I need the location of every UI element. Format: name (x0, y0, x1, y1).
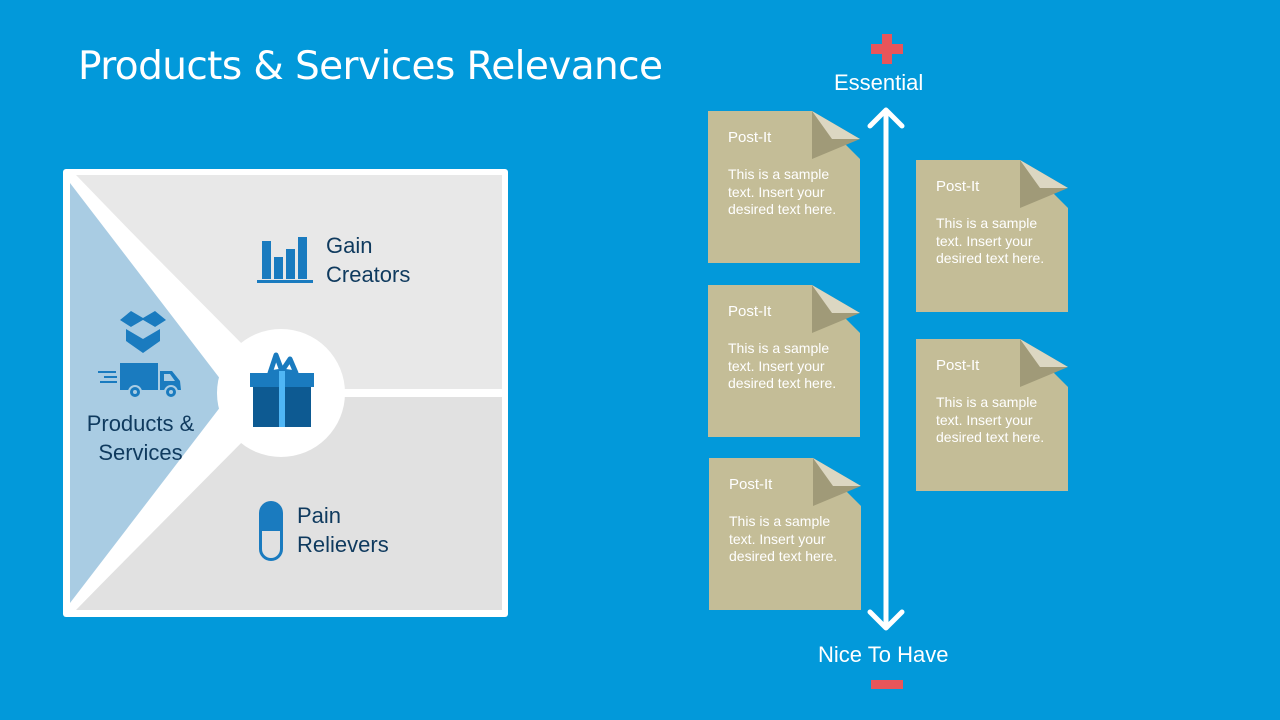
postit-note[interactable]: Post-It This is a sample text. Insert yo… (916, 339, 1068, 491)
postit-title: Post-It (936, 357, 980, 374)
pain-relievers-label: Pain Relievers (297, 501, 389, 559)
gain-creators-label: Gain Creators (326, 231, 410, 289)
postit-note[interactable]: Post-It This is a sample text. Insert yo… (709, 458, 861, 610)
postit-title: Post-It (728, 303, 772, 320)
products-services-line2: Services (98, 440, 183, 465)
postit-body: This is a sample text. Insert your desir… (936, 394, 1045, 445)
folded-corner-icon (812, 111, 860, 159)
folded-corner-icon (813, 458, 861, 506)
postit-note[interactable]: Post-It This is a sample text. Insert yo… (708, 111, 860, 263)
products-services-line1: Products & (86, 411, 195, 436)
postit-title: Post-It (936, 178, 980, 195)
pain-relievers-line2: Relievers (297, 532, 389, 557)
gift-icon (250, 352, 314, 427)
page-title: Products & Services Relevance (78, 44, 663, 89)
folded-corner-icon (812, 285, 860, 333)
gain-creators-line2: Creators (326, 262, 411, 287)
products-services-label: Products & Services (73, 409, 208, 467)
postit-body: This is a sample text. Insert your desir… (728, 340, 837, 391)
postit-title: Post-It (728, 129, 772, 146)
essential-label: Essential (834, 70, 924, 95)
products-services-region[interactable] (70, 183, 231, 603)
postit-body: This is a sample text. Insert your desir… (728, 166, 837, 217)
gain-creators-line1: Gain (326, 233, 373, 258)
box-icon (120, 311, 166, 353)
value-proposition-canvas: Gain Creators Pain Relievers Products & … (63, 169, 508, 617)
nice-to-have-label: Nice To Have (818, 642, 949, 667)
postit-body: This is a sample text. Insert your desir… (729, 513, 838, 564)
pain-relievers-region[interactable] (76, 397, 502, 610)
relevance-axis-arrow (867, 107, 905, 631)
pain-relievers-line1: Pain (297, 503, 342, 528)
bar-chart-icon (257, 237, 313, 283)
folded-corner-icon (1020, 160, 1068, 208)
postit-note[interactable]: Post-It This is a sample text. Insert yo… (708, 285, 860, 437)
delivery-truck-icon (98, 363, 181, 399)
folded-corner-icon (1020, 339, 1068, 387)
plus-icon (871, 34, 903, 64)
minus-icon (871, 680, 903, 689)
canvas-shapes (63, 169, 508, 617)
postit-body: This is a sample text. Insert your desir… (936, 215, 1045, 266)
postit-title: Post-It (729, 476, 773, 493)
postit-note[interactable]: Post-It This is a sample text. Insert yo… (916, 160, 1068, 312)
pill-icon (259, 501, 283, 561)
